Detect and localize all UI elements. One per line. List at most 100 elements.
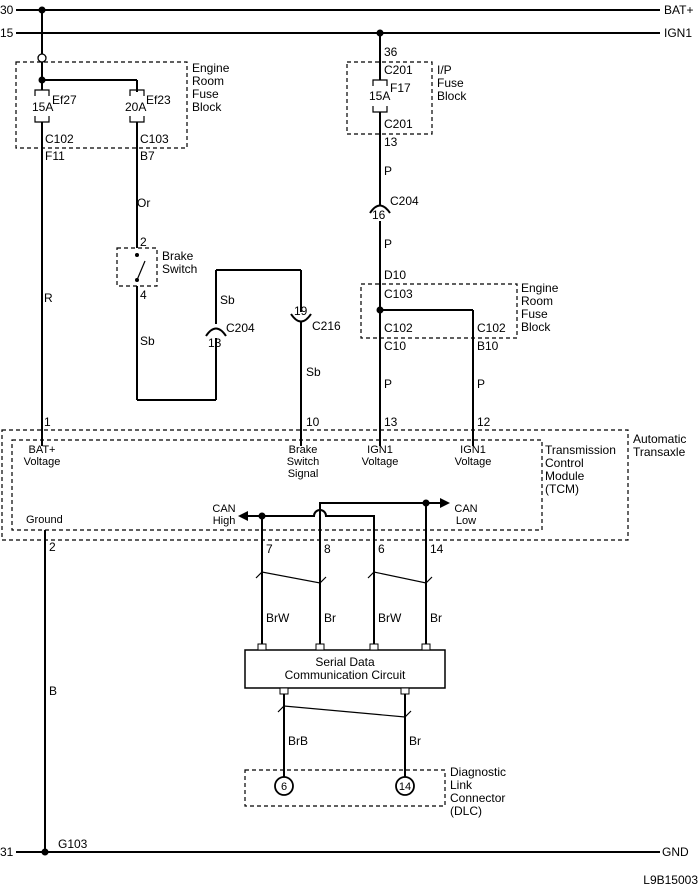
engine-fuse-mid-pin-right: B10 — [477, 339, 499, 353]
brake-switch-pin-top: 2 — [140, 235, 147, 249]
ign-rail: 15 IGN1 — [0, 26, 692, 40]
fuse-ef27: 15A Ef27 — [32, 80, 77, 123]
can-high-line — [238, 509, 375, 540]
ip-fuse-block: C201 15A F17 C201 I/P Fuse Block — [346, 61, 467, 135]
tcm-label-ign-right-1: IGN1 — [460, 444, 486, 456]
dlc-pin-right: 14 — [399, 781, 411, 793]
ef23-pin: B7 — [140, 149, 155, 163]
fuse-ef27-rating: 15A — [32, 100, 53, 114]
ef27-pin: F11 — [45, 149, 65, 163]
wire-brb-label: BrB — [288, 734, 308, 748]
tcm-pin-brake: 10 — [306, 415, 320, 429]
engine-fuse-block-top-title-4: Block — [192, 100, 222, 114]
ip-fuse-pin-in: 36 — [384, 45, 398, 59]
dlc-label-2: Link — [450, 778, 473, 792]
c204-right-name: C204 — [390, 194, 419, 208]
ip-fuse-connector-in: C201 — [384, 63, 413, 77]
gnd-rail-label: GND — [662, 845, 689, 859]
automatic-transaxle-title-2: Transaxle — [633, 445, 686, 459]
ground-name: G103 — [58, 837, 88, 851]
tcm-module: Transmission Control Module (TCM) 1 10 1… — [11, 415, 616, 540]
tcm-title-1: Transmission — [545, 443, 616, 457]
wire-br3-label: Br — [409, 734, 421, 748]
can-wires: 7 8 6 14 BrW Br BrW Br — [255, 540, 444, 645]
tcm-label-bat-1: BAT+ — [28, 444, 55, 456]
engine-room-fuse-block-top: Engine Room Fuse Block 15A Ef27 20A Ef23… — [15, 61, 230, 149]
dlc-wires: BrB Br — [277, 694, 421, 778]
ef27-connector: C102 — [45, 132, 74, 146]
engine-fuse-block-top-title-2: Room — [192, 74, 224, 88]
c216-name: C216 — [312, 319, 341, 333]
c216-pin: 19 — [294, 304, 308, 318]
fuse-f17: 15A F17 — [369, 79, 411, 113]
engine-fuse-block-top-title-3: Fuse — [192, 87, 219, 101]
gnd-rail-number: 31 — [0, 845, 14, 859]
tcm-pin-ign-right: 12 — [477, 415, 491, 429]
tcm-title-2: Control — [545, 456, 584, 470]
wire-r-label: R — [44, 291, 53, 305]
tcm-label-ign-left-1: IGN1 — [367, 444, 393, 456]
tcm-pin-bat: 1 — [44, 415, 51, 429]
ip-fuse-pin-out: 13 — [384, 135, 398, 149]
wire-sb3-label: Sb — [306, 365, 321, 379]
engine-room-fuse-block-mid: C103 C102 C102 Engine Room Fuse Block — [360, 281, 559, 339]
dlc-label-1: Diagnostic — [450, 765, 506, 779]
tcm-label-ground: Ground — [26, 514, 63, 526]
bat-rail-number: 30 — [0, 3, 14, 17]
wire-sb1-label: Sb — [140, 334, 155, 348]
tcm-label-brake-3: Signal — [288, 468, 319, 480]
tcm-title-4: (TCM) — [545, 482, 579, 496]
engine-fuse-mid-conn-left: C102 — [384, 321, 413, 335]
tcm-title-3: Module — [545, 469, 585, 483]
connector-c204-left: 13 C204 — [205, 321, 255, 350]
fuse-ef23-name: Ef23 — [146, 93, 171, 107]
tcm-label-can-high-1: CAN — [212, 503, 235, 515]
wire-p3-label: P — [384, 377, 392, 391]
wire-br2-label: Br — [430, 611, 442, 625]
tcm-label-brake-1: Brake — [289, 444, 318, 456]
fuse-f17-rating: 15A — [369, 89, 390, 103]
ip-fuse-title-2: Fuse — [437, 76, 464, 90]
serial-data-label-2: Communication Circuit — [285, 668, 406, 682]
brake-switch-label-2: Switch — [162, 262, 197, 276]
tcm-label-brake-2: Switch — [287, 456, 319, 468]
c204-right-pin: 16 — [372, 208, 386, 222]
dlc-connector: 6 14 Diagnostic Link Connector (DLC) — [244, 765, 506, 818]
engine-fuse-mid-title-1: Engine — [521, 281, 559, 295]
engine-fuse-mid-connector-in: C103 — [384, 287, 413, 301]
ign-rail-label: IGN1 — [664, 26, 692, 40]
ip-fuse-connector-out: C201 — [384, 117, 413, 131]
tcm-label-ign-right-2: Voltage — [455, 456, 492, 468]
tcm-pin-ign-left: 13 — [384, 415, 398, 429]
ip-fuse-title-1: I/P — [437, 63, 452, 77]
can-pin-4: 14 — [430, 542, 444, 556]
brake-switch: 2 4 Brake Switch — [116, 235, 197, 302]
connector-c204-right: 16 C204 — [369, 194, 419, 222]
wire-br1-label: Br — [324, 611, 336, 625]
serial-data-label-1: Serial Data — [315, 655, 375, 669]
engine-fuse-block-top-title-1: Engine — [192, 61, 230, 75]
engine-fuse-mid-title-2: Room — [521, 294, 553, 308]
engine-fuse-mid-title-3: Fuse — [521, 307, 548, 321]
tcm-pin-ground: 2 — [49, 540, 56, 554]
c204-left-pin: 13 — [208, 336, 222, 350]
tcm-label-can-high-2: High — [213, 515, 236, 527]
dlc-label-3: Connector — [450, 791, 505, 805]
wire-p1-label: P — [384, 164, 392, 178]
c204-left-name: C204 — [226, 321, 255, 335]
fuse-ef23: 20A Ef23 — [125, 89, 171, 123]
tcm-label-ign-left-2: Voltage — [362, 456, 399, 468]
automatic-transaxle-title-1: Automatic — [633, 432, 686, 446]
fuse-ef23-rating: 20A — [125, 100, 146, 114]
engine-fuse-mid-pin-in: D10 — [384, 268, 406, 282]
engine-fuse-mid-conn-right: C102 — [477, 321, 506, 335]
bat-rail-label: BAT+ — [664, 3, 693, 17]
wire-p2-label: P — [384, 237, 392, 251]
ign-crossover-hop — [37, 53, 47, 63]
can-pin-3: 6 — [378, 542, 385, 556]
serial-data-circuit: Serial Data Communication Circuit — [244, 643, 446, 695]
ground-junction-dot — [41, 848, 49, 856]
dlc-label-4: (DLC) — [450, 804, 482, 818]
tcm-label-can-low-1: CAN — [454, 503, 477, 515]
